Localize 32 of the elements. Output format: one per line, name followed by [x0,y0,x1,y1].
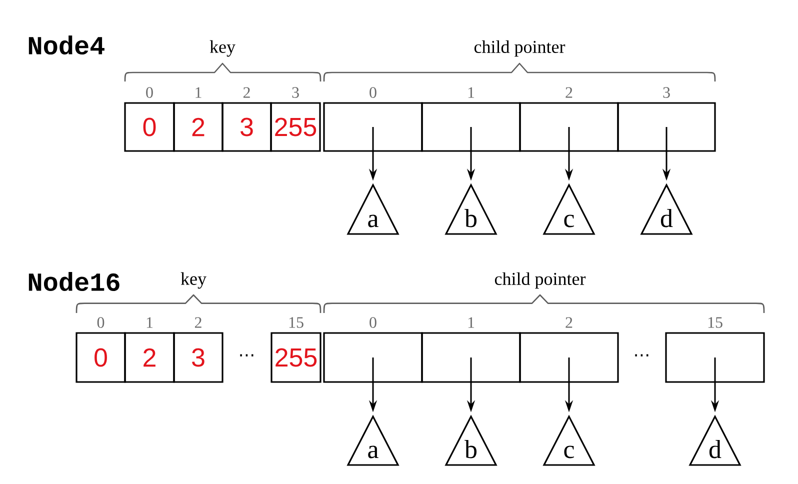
index-number: 3 [292,87,299,98]
brace-label: key [180,272,206,289]
index-number: 0 [370,87,376,98]
key-cell: 2 [124,332,175,383]
index-number: 0 [370,317,376,328]
section-heading: Node16 [28,272,120,292]
index-number: 15 [708,317,722,328]
key-cell: 3 [173,332,224,383]
ellipsis: ⋯ [635,354,648,356]
index-number: 2 [243,87,250,98]
key-cell: 0 [76,332,126,383]
index-number: 2 [566,87,572,98]
brace-label: child pointer [494,272,586,289]
ellipsis: ⋯ [240,354,254,356]
index-number: 1 [196,87,202,98]
index-number: 2 [566,317,572,328]
key-cell: 2 [173,102,224,152]
index-number: 2 [194,317,202,328]
index-number: 3 [663,87,670,98]
index-number: 1 [468,317,474,328]
brace-label: child pointer [474,40,566,57]
index-number: 0 [146,87,153,98]
key-cell: 3 [222,102,272,152]
key-cell: 255 [270,332,322,383]
index-number: 15 [289,317,304,328]
index-number: 1 [468,87,474,98]
brace-label: key [210,40,236,57]
index-number: 1 [146,317,153,328]
key-cell: 0 [124,102,175,152]
index-number: 0 [97,317,104,328]
section-heading: Node4 [28,35,104,55]
key-cell: 255 [270,102,321,152]
